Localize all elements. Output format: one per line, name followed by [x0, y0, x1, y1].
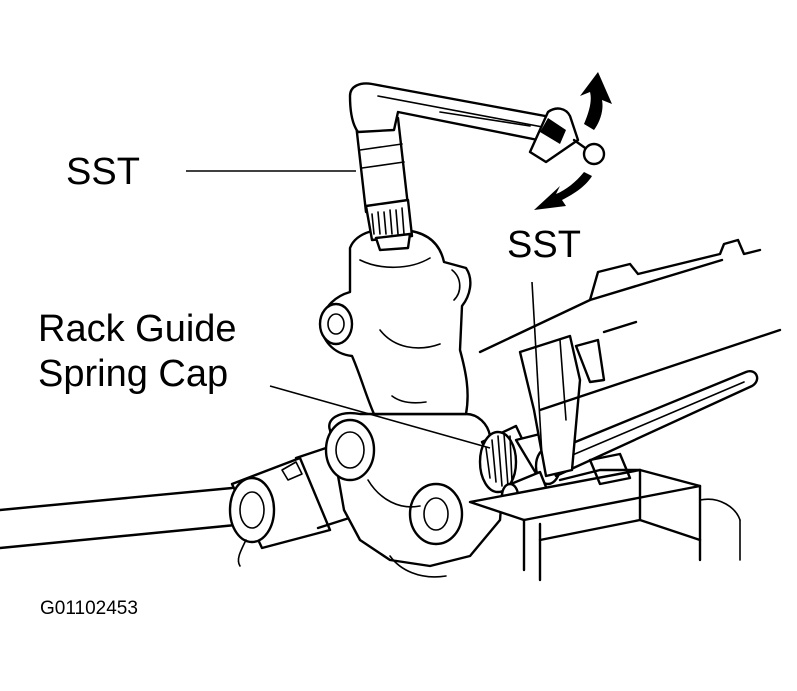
gear-housing: [324, 411, 506, 578]
label-sst-right: SST: [507, 224, 581, 266]
figure-code: G01102453: [40, 598, 138, 619]
leader-line-sst-right: [531, 281, 543, 457]
rack-tube-left: [0, 438, 370, 567]
label-sst-top: SST: [66, 151, 140, 193]
socket-tool: [354, 116, 414, 252]
valve-body: [318, 227, 472, 416]
label-rack-guide-line2: Spring Cap: [38, 353, 229, 395]
rotation-arrow-up-icon: [580, 72, 612, 130]
rotation-arrow-down-icon: [534, 172, 592, 210]
label-rack-guide-line1: Rack Guide: [38, 308, 237, 350]
wrench-handle: [348, 82, 606, 166]
leader-line-rack-guide: [269, 385, 491, 449]
background-frame: [468, 238, 782, 582]
